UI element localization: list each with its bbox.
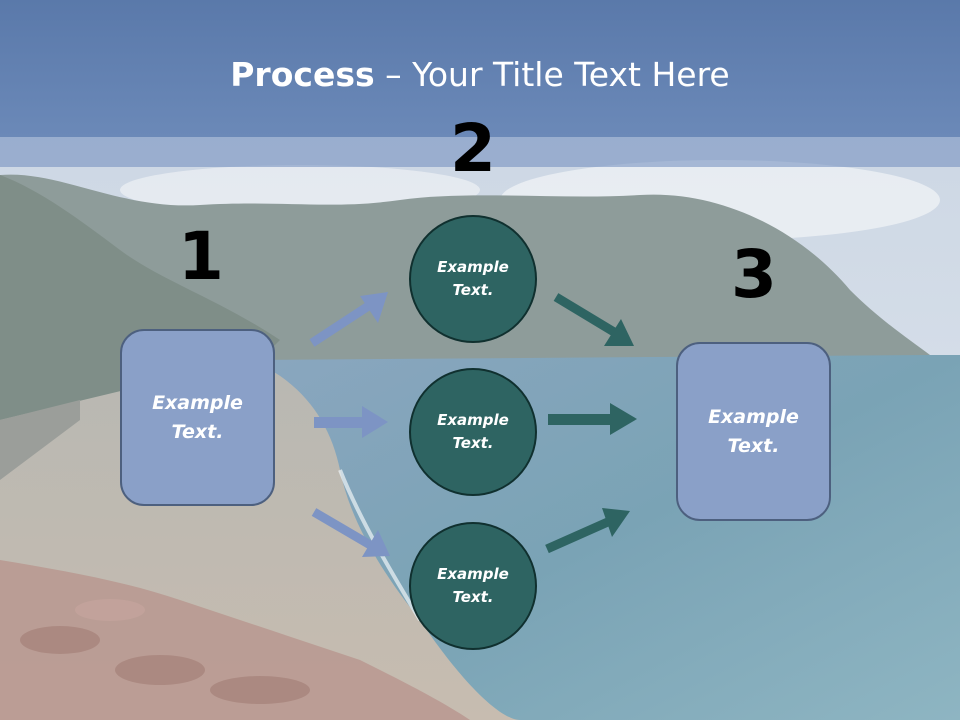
circle-middle: Example Text. — [409, 368, 537, 496]
circle-bottom-label: Example Text. — [437, 565, 509, 606]
circle-middle-label: Example Text. — [437, 411, 509, 452]
right-box-label: Example Text. — [708, 405, 799, 457]
step-number-1: 1 — [178, 218, 224, 295]
left-box: Example Text. — [120, 329, 275, 506]
right-box: Example Text. — [676, 342, 831, 521]
title-bold: Process — [230, 55, 375, 94]
circle-top: Example Text. — [409, 215, 537, 343]
title-band — [0, 0, 960, 137]
circle-top-label: Example Text. — [437, 258, 509, 299]
step-number-3: 3 — [731, 236, 777, 313]
page-title: Process – Your Title Text Here — [0, 52, 960, 98]
left-box-label: Example Text. — [152, 391, 243, 443]
step-number-2: 2 — [450, 110, 496, 187]
title-strip — [0, 137, 960, 167]
circle-bottom: Example Text. — [409, 522, 537, 650]
title-rest: – Your Title Text Here — [374, 55, 730, 94]
